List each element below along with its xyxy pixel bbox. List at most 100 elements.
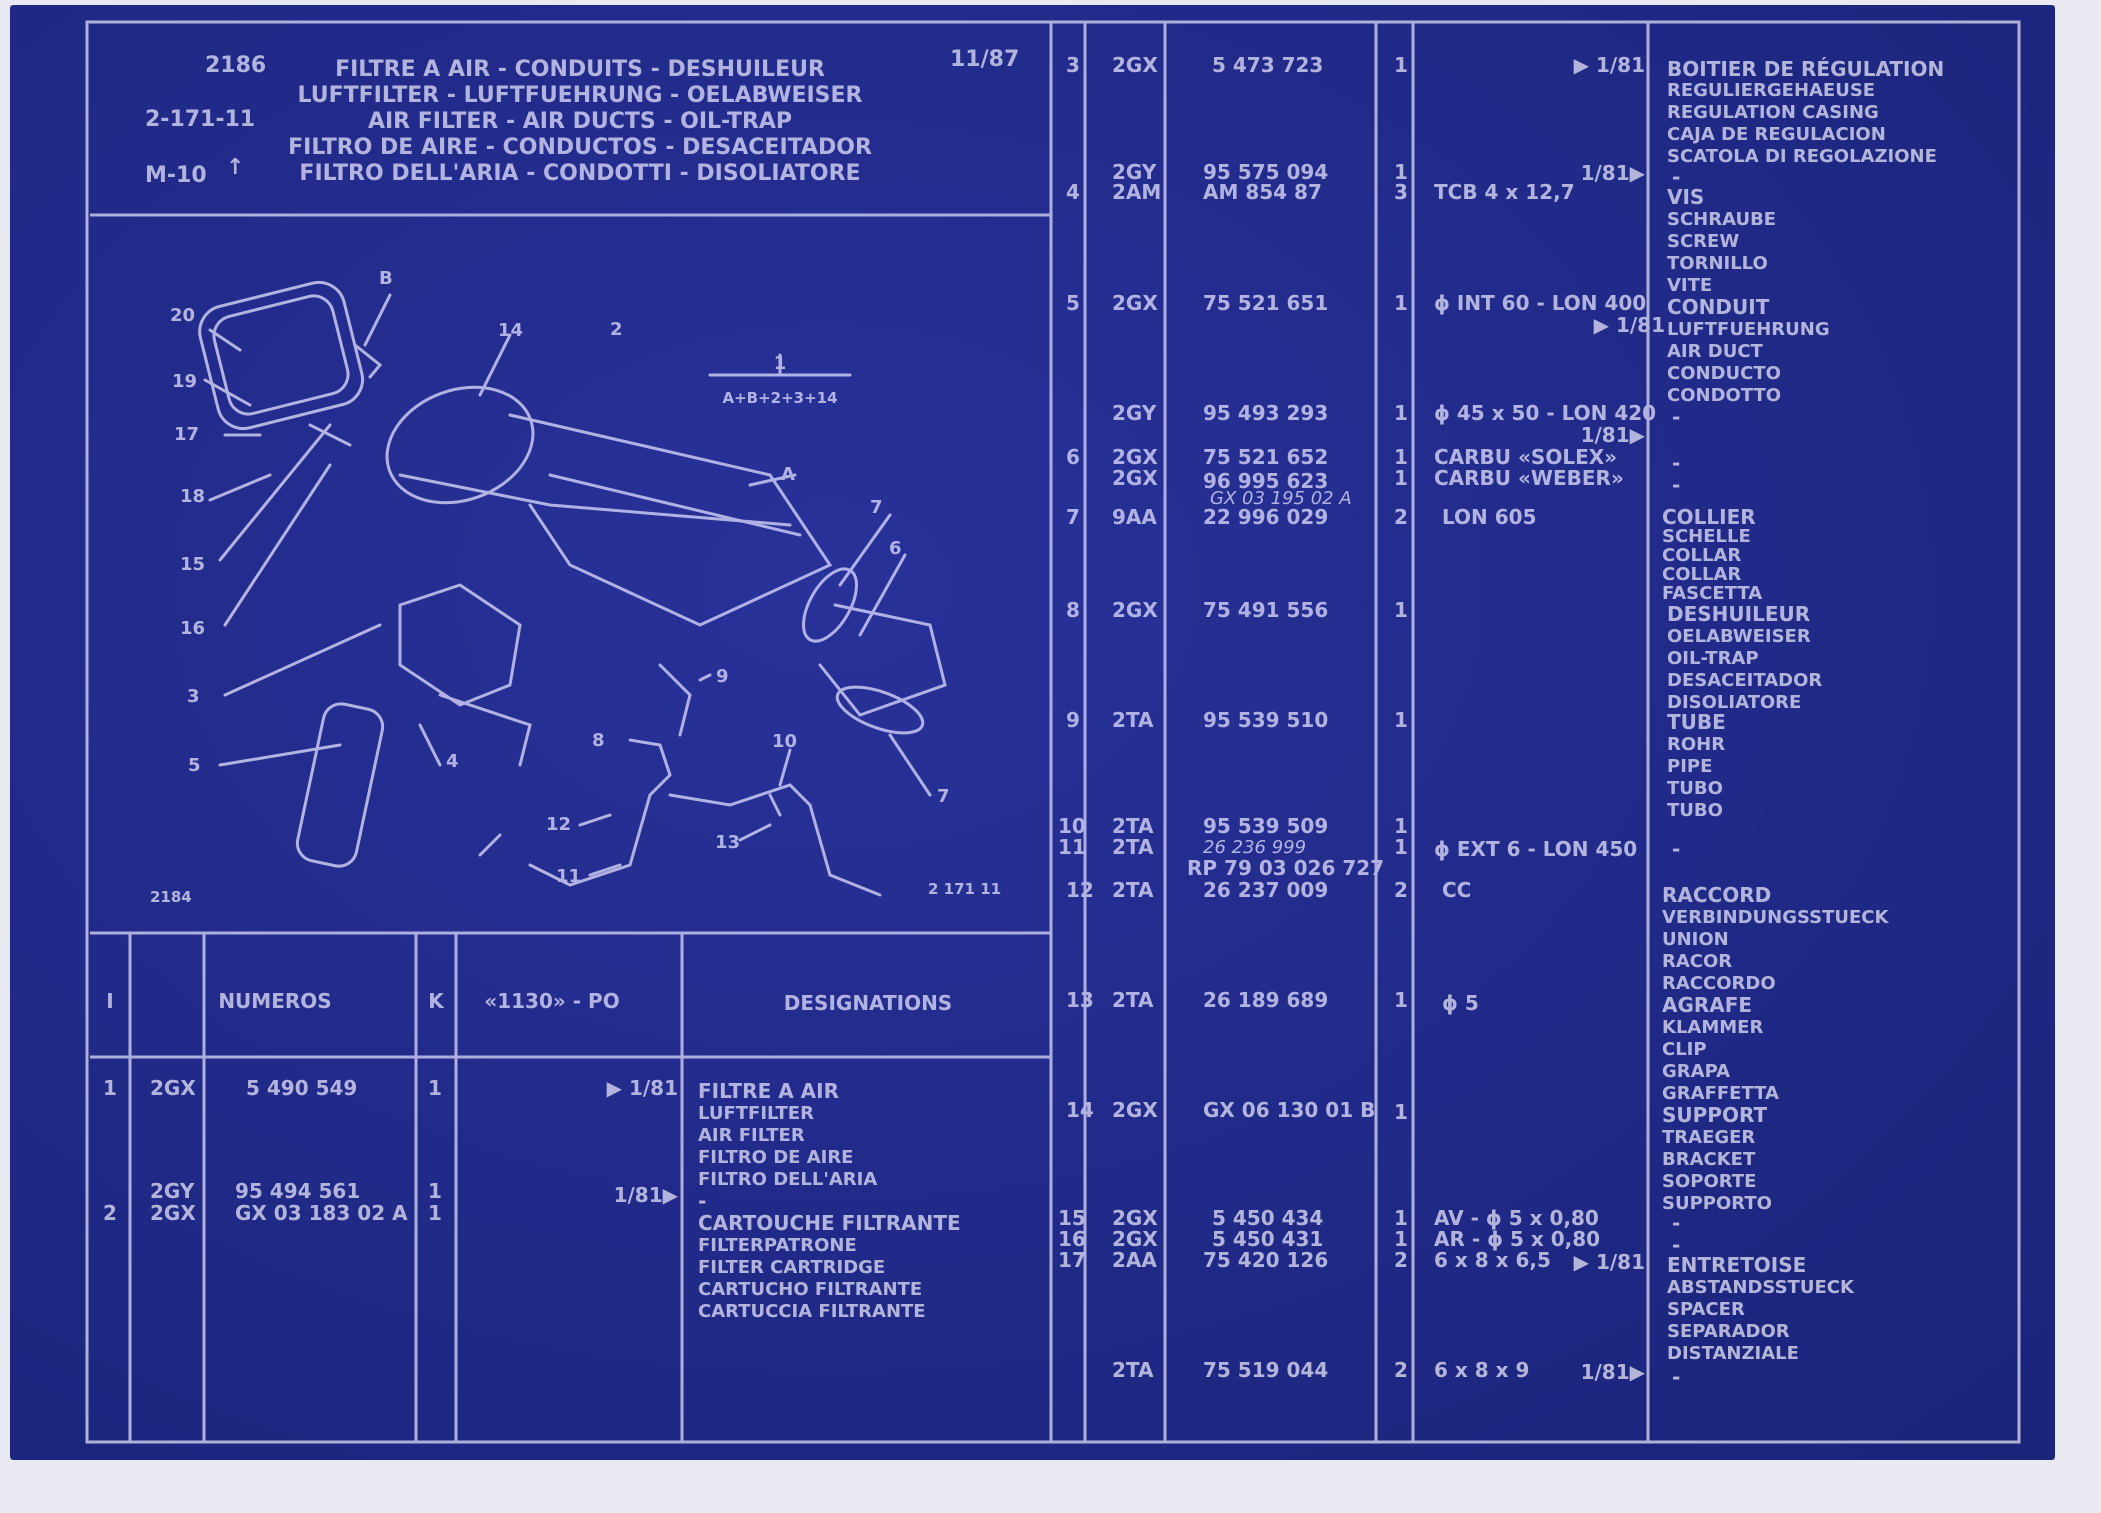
- diagram-label: 9: [716, 666, 729, 687]
- row-qty: 1: [1394, 1100, 1408, 1124]
- diagram-label: 18: [180, 486, 206, 507]
- row-desc: COLLAR: [1662, 564, 1742, 585]
- row-qty: 1: [428, 1179, 442, 1203]
- pipe-9: [658, 663, 692, 737]
- row-po: 6 x 8 x 6,5: [1434, 1248, 1551, 1272]
- row-note: 1/81▶: [1580, 161, 1645, 185]
- row-part-number: 95 493 293: [1203, 401, 1329, 425]
- duct-3: [398, 583, 522, 707]
- row-qty: 1: [1394, 466, 1408, 490]
- diagram-label: 4: [446, 751, 459, 772]
- row-desc: ROHR: [1667, 734, 1726, 755]
- row-index: 12: [1066, 878, 1094, 902]
- row-index: 14: [1066, 1098, 1094, 1122]
- diagram-label: 14: [498, 320, 524, 341]
- row-desc: DISTANZIALE: [1667, 1343, 1799, 1364]
- row-desc: TUBO: [1667, 778, 1723, 799]
- blueprint-sheet: 2186 2-171-11 M-10 ↑ 11/87 FILTRE A AIR …: [10, 5, 2055, 1460]
- row-po: ϕ 45 x 50 - LON 420: [1434, 401, 1657, 425]
- figure-ref: 2184: [150, 888, 192, 906]
- pipe-11: [528, 793, 652, 887]
- row-version: 2GX: [1112, 1227, 1158, 1251]
- row-po: ϕ EXT 6 - LON 450: [1434, 837, 1638, 861]
- diagram-label: 19: [172, 371, 198, 392]
- row-version: 2GX: [1112, 466, 1158, 490]
- row-qty: 1: [1394, 445, 1408, 469]
- row-desc: OIL-TRAP: [1667, 648, 1759, 669]
- row-desc: GRAPA: [1662, 1061, 1731, 1082]
- row-desc: PIPE: [1667, 756, 1713, 777]
- diagram-label: 5: [188, 755, 201, 776]
- row-desc: VITE: [1667, 275, 1713, 296]
- row-desc: COLLIER: [1662, 505, 1756, 529]
- row-qty: 2: [1394, 1248, 1408, 1272]
- row-index: 9: [1066, 708, 1080, 732]
- row-version: 2TA: [1112, 814, 1154, 838]
- row-index: 16: [1058, 1227, 1086, 1251]
- model-label: M-10: [145, 163, 207, 188]
- row-po: LON 605: [1442, 505, 1537, 529]
- row-version: 2GY: [150, 1179, 195, 1203]
- row-part-number: 75 519 044: [1203, 1358, 1329, 1382]
- row-part-number: GX 03 183 02 A: [235, 1201, 408, 1225]
- row-part-number: 5 450 431: [1212, 1227, 1324, 1251]
- row-desc: TORNILLO: [1667, 253, 1768, 274]
- title-en: AIR FILTER - AIR DUCTS - OIL-TRAP: [367, 109, 793, 134]
- row-desc: SOPORTE: [1662, 1171, 1757, 1192]
- title-es: FILTRO DE AIRE - CONDUCTOS - DESACEITADO…: [288, 135, 872, 160]
- row-po: CC: [1442, 878, 1472, 902]
- sheet-date: 11/87: [950, 47, 1020, 72]
- row-note: 1/81▶: [613, 1183, 678, 1207]
- row-part-number-alt: GX 03 195 02 A: [1210, 488, 1352, 509]
- row-desc: AGRAFE: [1662, 993, 1753, 1017]
- row-desc: FASCETTA: [1662, 583, 1763, 604]
- row-desc: COLLAR: [1662, 545, 1742, 566]
- row-desc: BOITIER DE RÉGULATION: [1667, 57, 1945, 81]
- formula-brace: [708, 353, 852, 377]
- clip-13: [768, 793, 782, 817]
- row-desc: -: [1672, 405, 1681, 429]
- filter-housing-a: [508, 413, 833, 627]
- row-qty: 2: [1394, 1358, 1408, 1382]
- row-qty: 3: [1394, 180, 1408, 204]
- row-desc: DISOLIATORE: [1667, 692, 1802, 713]
- row-index: 3: [1066, 53, 1080, 77]
- row-version: 2TA: [1112, 708, 1154, 732]
- diagram-label: 12: [546, 814, 572, 835]
- row-part-number: 26 189 689: [1203, 988, 1329, 1012]
- row-index: 11: [1058, 835, 1086, 859]
- diagram-label: 17: [174, 424, 200, 445]
- row-note: ▶ 1/81: [606, 1076, 678, 1100]
- row-desc: -: [1672, 837, 1681, 861]
- row-desc: ABSTANDSSTUECK: [1667, 1277, 1854, 1298]
- row-version: 2GX: [1112, 598, 1158, 622]
- row-desc: UNION: [1662, 929, 1729, 950]
- exploded-diagram: [198, 280, 947, 897]
- row-desc: ENTRETOISE: [1667, 1253, 1807, 1277]
- col-k-header: K: [428, 989, 444, 1013]
- row-qty: 1: [1394, 53, 1408, 77]
- row-desc: CONDOTTO: [1667, 385, 1782, 406]
- outer-frame: [85, 20, 2021, 1444]
- row-desc: REGULIERGEHAEUSE: [1667, 80, 1876, 101]
- air-intake-b: [198, 280, 365, 431]
- row-qty: 1: [1394, 291, 1408, 315]
- row-desc: FILTRE A AIR: [698, 1079, 839, 1103]
- diagram-label: 7: [937, 786, 950, 807]
- row-po: TCB 4 x 12,7: [1434, 180, 1575, 204]
- diagram-label: 13: [715, 832, 741, 853]
- row-part-number: 75 491 556: [1203, 598, 1329, 622]
- row-index: 15: [1058, 1206, 1086, 1230]
- row-part-number: 5 450 434: [1212, 1206, 1324, 1230]
- row-desc: CLIP: [1662, 1039, 1707, 1060]
- row-version: 2GX: [1112, 53, 1158, 77]
- row-desc: FILTERPATRONE: [698, 1235, 857, 1256]
- sheet-ref: 2-171-11: [145, 107, 256, 132]
- diagram-label: 6: [889, 538, 902, 559]
- row-part-number: 95 494 561: [235, 1179, 361, 1203]
- row-version: 2GX: [150, 1201, 196, 1225]
- row-note: 1/81▶: [1580, 423, 1645, 447]
- row-qty: 1: [1394, 835, 1408, 859]
- row-index: 2: [103, 1201, 117, 1225]
- row-index: 13: [1066, 988, 1094, 1012]
